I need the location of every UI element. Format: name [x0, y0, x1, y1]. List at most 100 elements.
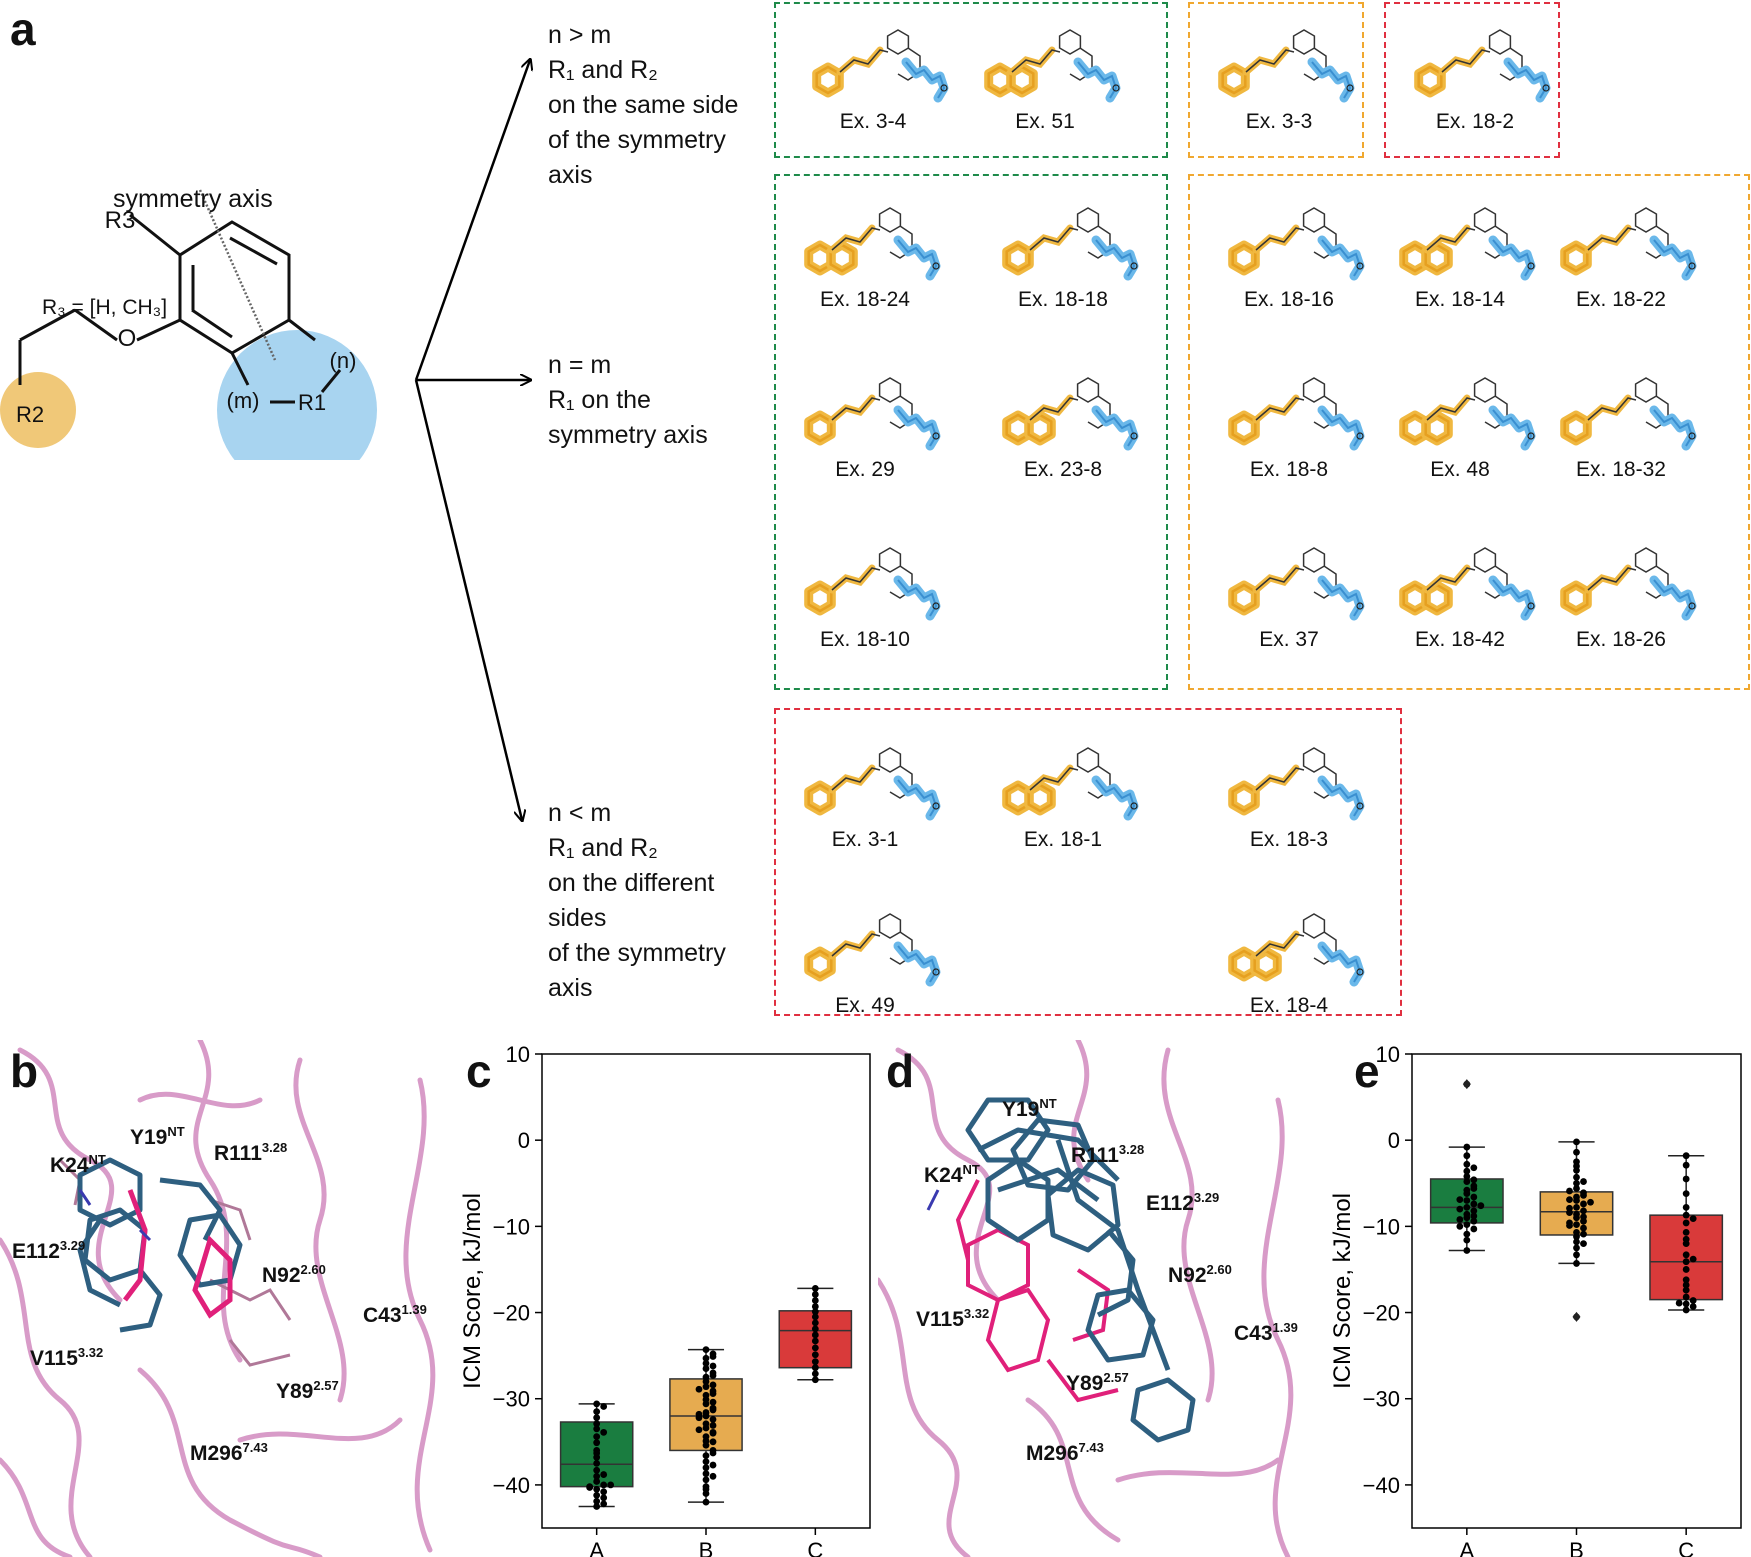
- data-point: [593, 1433, 601, 1441]
- linker-bond: [1255, 397, 1305, 421]
- data-point: [1573, 1179, 1580, 1187]
- core-ring: [1302, 207, 1326, 233]
- r2-substituent-circle: [0, 372, 76, 448]
- residue-label-y89: Y892.57: [276, 1378, 339, 1403]
- data-point: [1682, 1204, 1690, 1211]
- data-point: [1573, 1221, 1580, 1229]
- data-point: [702, 1383, 710, 1391]
- data-point: [1456, 1216, 1464, 1223]
- compound-structure: [1228, 547, 1365, 621]
- carboxyl-o: [932, 432, 940, 440]
- carboxyl-o: [1688, 432, 1696, 440]
- data-point: [1566, 1196, 1573, 1204]
- data-point: [1682, 1161, 1690, 1169]
- category-line: R₁ on the: [548, 386, 651, 414]
- data-point: [1573, 1214, 1580, 1222]
- data-point: [607, 1481, 615, 1489]
- compound-label: Ex. 18-24: [820, 288, 910, 311]
- data-point: [1463, 1190, 1471, 1198]
- data-point: [811, 1308, 819, 1316]
- linker-bond: [831, 227, 881, 251]
- linker-bond: [1587, 397, 1637, 421]
- data-point: [811, 1325, 819, 1333]
- compound-structure: [1218, 29, 1355, 103]
- core-ring: [1473, 207, 1497, 233]
- compound-structure: [1228, 377, 1365, 451]
- data-point: [1573, 1238, 1580, 1246]
- r1-chain: [1095, 409, 1136, 447]
- data-point: [593, 1497, 601, 1505]
- data-point: [1580, 1230, 1587, 1238]
- carboxyl-o: [1527, 262, 1535, 270]
- data-point: [1682, 1300, 1690, 1308]
- data-point: [1470, 1225, 1478, 1233]
- data-point: [811, 1331, 819, 1339]
- category-line: symmetry axis: [548, 421, 708, 449]
- linker-bond: [1587, 227, 1637, 251]
- r1-chain: [1492, 239, 1533, 277]
- linker-bond: [1255, 227, 1305, 251]
- data-point: [709, 1381, 717, 1389]
- data-point: [1682, 1251, 1690, 1259]
- data-point: [1463, 1230, 1471, 1238]
- data-point: [709, 1353, 717, 1360]
- data-point: [695, 1426, 703, 1434]
- data-point: [1566, 1209, 1573, 1216]
- data-point: [1463, 1160, 1471, 1168]
- y-tick-label: 0: [1388, 1128, 1400, 1153]
- compound-label: Ex. 18-32: [1576, 458, 1666, 481]
- panel-label-d: d: [886, 1045, 915, 1097]
- data-point: [811, 1291, 819, 1298]
- r1-chain: [1653, 239, 1694, 277]
- compound-ex-3-3: Ex. 3-3: [1204, 22, 1355, 142]
- data-point: [593, 1425, 601, 1433]
- carboxyl-o: [1542, 84, 1550, 92]
- outlier-point: [1572, 1311, 1581, 1322]
- box-C: [1649, 1152, 1724, 1314]
- r1-chain: [897, 579, 938, 617]
- data-point: [709, 1362, 717, 1370]
- compound-label: Ex. 18-10: [820, 628, 910, 651]
- data-point: [811, 1297, 819, 1304]
- core-ring: [1634, 547, 1658, 573]
- box-B: [1539, 1138, 1614, 1322]
- data-point: [1587, 1198, 1594, 1206]
- data-point: [1566, 1187, 1573, 1195]
- data-point: [702, 1365, 710, 1372]
- carboxyl-o: [932, 802, 940, 810]
- data-point: [600, 1494, 608, 1502]
- y-tick-label: −10: [493, 1214, 530, 1239]
- core-ring: [1302, 747, 1326, 773]
- core-ring: [878, 207, 902, 233]
- residue-label-y19: Y19NT: [130, 1124, 185, 1149]
- compound-label: Ex. 18-14: [1415, 288, 1505, 311]
- data-point: [1682, 1152, 1690, 1160]
- core-ring: [886, 29, 910, 55]
- y-tick-label: −30: [1363, 1387, 1400, 1412]
- compound-structure: [1002, 207, 1139, 281]
- group-box-orange-row2: [1188, 174, 1750, 690]
- group-box-green-row2: [774, 174, 1168, 690]
- data-point: [1463, 1236, 1471, 1244]
- r1-chain: [1492, 579, 1533, 617]
- compound-ex-51: Ex. 51: [970, 22, 1121, 142]
- x-tick-label: B: [699, 1538, 714, 1557]
- data-point: [1580, 1200, 1587, 1208]
- data-point: [1463, 1197, 1471, 1204]
- data-point: [709, 1429, 717, 1437]
- r1-chain: [1507, 61, 1548, 99]
- compound-ex-3-1: Ex. 3-1: [790, 740, 941, 860]
- data-point: [1682, 1211, 1690, 1219]
- compound-structure: [1560, 377, 1697, 451]
- data-point: [593, 1414, 601, 1422]
- compound-label: Ex. 48: [1430, 458, 1490, 481]
- data-point: [702, 1498, 710, 1506]
- category-line: R₁ and R₂: [548, 56, 658, 84]
- box-A: [1429, 1079, 1504, 1254]
- category-line: sides: [548, 904, 607, 932]
- linker-bond: [1245, 49, 1295, 73]
- data-point: [811, 1376, 819, 1384]
- data-point: [600, 1471, 608, 1478]
- compound-ex-18-26: Ex. 18-26: [1546, 540, 1697, 660]
- residue-label-c43: C431.39: [363, 1302, 427, 1327]
